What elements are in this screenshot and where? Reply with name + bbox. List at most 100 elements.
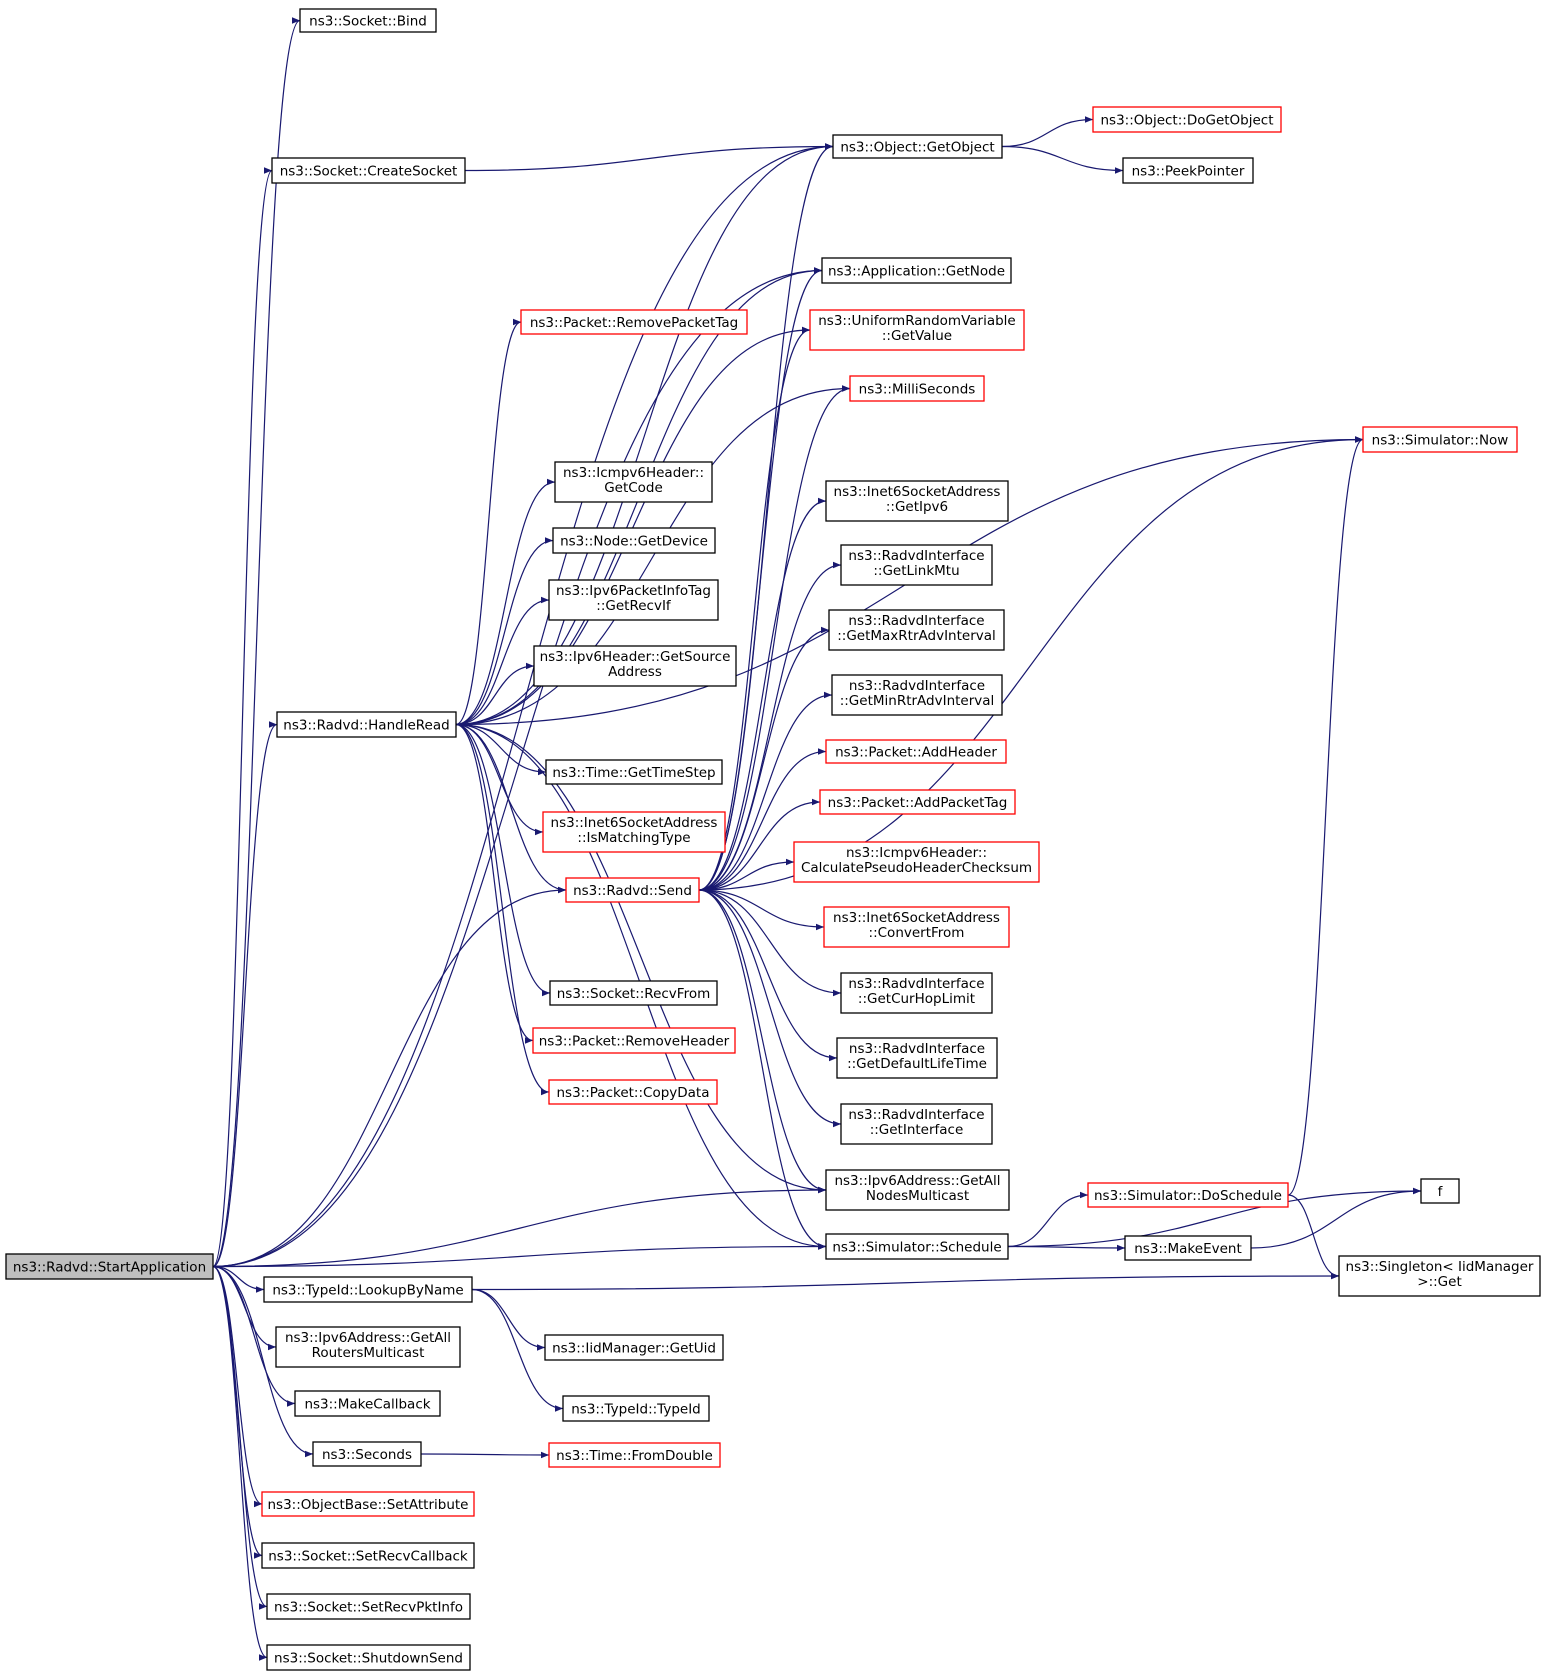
node-makecallback[interactable]: ns3::MakeCallback: [294, 1390, 441, 1417]
node-label: ns3::Ipv6Header::GetSource: [540, 649, 731, 665]
node-label: ::GetMinRtrAdvInterval: [840, 693, 995, 709]
node-label: ns3::Radvd::StartApplication: [13, 1260, 206, 1276]
node-box: [823, 906, 1010, 948]
node-gettimestep[interactable]: ns3::Time::GetTimeStep: [545, 759, 723, 785]
node-label: ::GetMaxRtrAdvInterval: [837, 628, 996, 644]
node-createsocket[interactable]: ns3::Socket::CreateSocket: [271, 157, 466, 184]
node-getmaxrtr[interactable]: ns3::RadvdInterface::GetMaxRtrAdvInterva…: [828, 609, 1005, 651]
node-label: ns3::RadvdInterface: [849, 678, 985, 694]
node-getnode[interactable]: ns3::Application::GetNode: [821, 257, 1012, 284]
node-ismatchingtype[interactable]: ns3::Inet6SocketAddress::IsMatchingType: [542, 811, 726, 853]
edge-handleread-to-getvalue: [455, 326, 811, 726]
node-convertfrom[interactable]: ns3::Inet6SocketAddress::ConvertFrom: [823, 906, 1010, 948]
node-label: ns3::Packet::AddPacketTag: [828, 795, 1008, 811]
edge-schedule-to-doschedule: [1007, 1191, 1089, 1248]
node-label: ns3::Object::DoGetObject: [1100, 113, 1273, 129]
node-box: [544, 1334, 724, 1361]
node-copydata[interactable]: ns3::Packet::CopyData: [548, 1079, 718, 1105]
edge-start-to-getobject: [212, 143, 834, 1268]
node-box: [1122, 157, 1254, 184]
node-peekpointer[interactable]: ns3::PeekPointer: [1122, 157, 1254, 184]
edge-handleread-to-ismatchingtype: [455, 723, 544, 836]
node-getcurhop[interactable]: ns3::RadvdInterface::GetCurHopLimit: [840, 972, 993, 1014]
node-getipv6[interactable]: ns3::Inet6SocketAddress::GetIpv6: [825, 480, 1009, 522]
node-checksum[interactable]: ns3::Icmpv6Header::CalculatePseudoHeader…: [793, 841, 1040, 883]
node-getlinkmtu[interactable]: ns3::RadvdInterface::GetLinkMtu: [840, 544, 993, 586]
node-getobject[interactable]: ns3::Object::GetObject: [832, 134, 1003, 159]
edge-handleread-to-getdevice: [455, 537, 554, 726]
node-getinterface[interactable]: ns3::RadvdInterface::GetInterface: [840, 1103, 993, 1145]
node-removeheader[interactable]: ns3::Packet::RemoveHeader: [532, 1027, 736, 1054]
node-label: ns3::Time::GetTimeStep: [552, 765, 715, 781]
node-box: [562, 1395, 710, 1422]
node-label: ns3::Simulator::Now: [1372, 433, 1509, 449]
node-label: ns3::Socket::SetRecvPktInfo: [274, 1600, 463, 1616]
edge-start-to-handleread: [212, 721, 278, 1268]
node-milliseconds[interactable]: ns3::MilliSeconds: [849, 375, 985, 402]
node-getvalue[interactable]: ns3::UniformRandomVariable::GetValue: [809, 309, 1025, 351]
edge-send-to-checksum: [698, 858, 795, 891]
edge-send-to-allnodes: [698, 889, 827, 1194]
node-box: [266, 1644, 471, 1671]
node-setrecvpktinfo[interactable]: ns3::Socket::SetRecvPktInfo: [266, 1593, 471, 1620]
node-start[interactable]: ns3::Radvd::StartApplication: [5, 1253, 214, 1280]
node-box: [825, 1233, 1009, 1260]
node-getdefaultlife[interactable]: ns3::RadvdInterface::GetDefaultLifeTime: [836, 1037, 998, 1079]
edge-handleread-to-removepackettag: [455, 318, 522, 726]
node-lookupbyname[interactable]: ns3::TypeId::LookupByName: [263, 1276, 473, 1303]
node-box: [825, 739, 1007, 764]
node-doschedule[interactable]: ns3::Simulator::DoSchedule: [1087, 1182, 1289, 1208]
node-label: NodesMulticast: [866, 1188, 969, 1204]
node-label: ns3::TypeId::TypeId: [571, 1402, 701, 1418]
node-setattribute[interactable]: ns3::ObjectBase::SetAttribute: [261, 1491, 475, 1517]
node-box: [312, 1441, 422, 1467]
edge-doschedule-to-singletonget: [1287, 1194, 1340, 1280]
node-label: ns3::RadvdInterface: [848, 1107, 984, 1123]
edge-handleread-to-copydata: [455, 723, 550, 1096]
node-label: ::GetDefaultLifeTime: [847, 1056, 987, 1072]
node-addheader[interactable]: ns3::Packet::AddHeader: [825, 739, 1007, 764]
node-label: ns3::MakeEvent: [1134, 1241, 1242, 1257]
node-send[interactable]: ns3::Radvd::Send: [565, 877, 700, 903]
node-setrecvcallback[interactable]: ns3::Socket::SetRecvCallback: [261, 1542, 475, 1569]
node-label: ns3::RadvdInterface: [848, 976, 984, 992]
node-box: [549, 980, 718, 1006]
node-getminrtr[interactable]: ns3::RadvdInterface::GetMinRtrAdvInterva…: [831, 674, 1003, 716]
node-box: [545, 759, 723, 785]
node-f[interactable]: f: [1420, 1178, 1460, 1204]
edge-start-to-seconds: [212, 1265, 314, 1458]
node-typeid[interactable]: ns3::TypeId::TypeId: [562, 1395, 710, 1422]
node-label: ::GetRecvIf: [596, 598, 672, 614]
node-fromdouble[interactable]: ns3::Time::FromDouble: [548, 1442, 721, 1468]
node-label: ns3::Icmpv6Header::: [563, 465, 704, 481]
node-getcode[interactable]: ns3::Icmpv6Header::GetCode: [554, 461, 713, 503]
node-label: ns3::Socket::ShutdownSend: [274, 1651, 463, 1667]
node-shutdownsend[interactable]: ns3::Socket::ShutdownSend: [266, 1644, 471, 1671]
nodes-layer: ns3::Radvd::StartApplicationns3::Socket:…: [5, 8, 1541, 1671]
node-label: ::GetValue: [882, 328, 952, 344]
edge-handleread-to-recvfrom: [455, 723, 551, 997]
edge-getobject-to-peekpointer: [1001, 145, 1124, 174]
edge-send-to-getnode: [698, 267, 823, 891]
node-label: ns3::UniformRandomVariable: [818, 313, 1016, 329]
node-bind[interactable]: ns3::Socket::Bind: [299, 8, 437, 33]
edge-send-to-getdefaultlife: [698, 889, 838, 1062]
node-dogetobject[interactable]: ns3::Object::DoGetObject: [1092, 106, 1282, 133]
node-singletonget[interactable]: ns3::Singleton< IidManager >::Get: [1338, 1255, 1541, 1297]
node-getdevice[interactable]: ns3::Node::GetDevice: [552, 527, 716, 554]
node-getuid[interactable]: ns3::IidManager::GetUid: [544, 1334, 724, 1361]
edge-seconds-to-fromdouble: [420, 1451, 550, 1459]
node-makeevent[interactable]: ns3::MakeEvent: [1124, 1235, 1252, 1261]
node-handleread[interactable]: ns3::Radvd::HandleRead: [276, 711, 457, 738]
node-seconds[interactable]: ns3::Seconds: [312, 1441, 422, 1467]
node-recvfrom[interactable]: ns3::Socket::RecvFrom: [549, 980, 718, 1006]
node-getrecvif[interactable]: ns3::Ipv6PacketInfoTag::GetRecvIf: [548, 579, 719, 621]
node-box: [542, 811, 726, 853]
node-addpackettag[interactable]: ns3::Packet::AddPacketTag: [819, 789, 1016, 815]
node-now[interactable]: ns3::Simulator::Now: [1362, 426, 1518, 453]
node-removepackettag[interactable]: ns3::Packet::RemovePacketTag: [520, 309, 748, 335]
node-schedule[interactable]: ns3::Simulator::Schedule: [825, 1233, 1009, 1260]
